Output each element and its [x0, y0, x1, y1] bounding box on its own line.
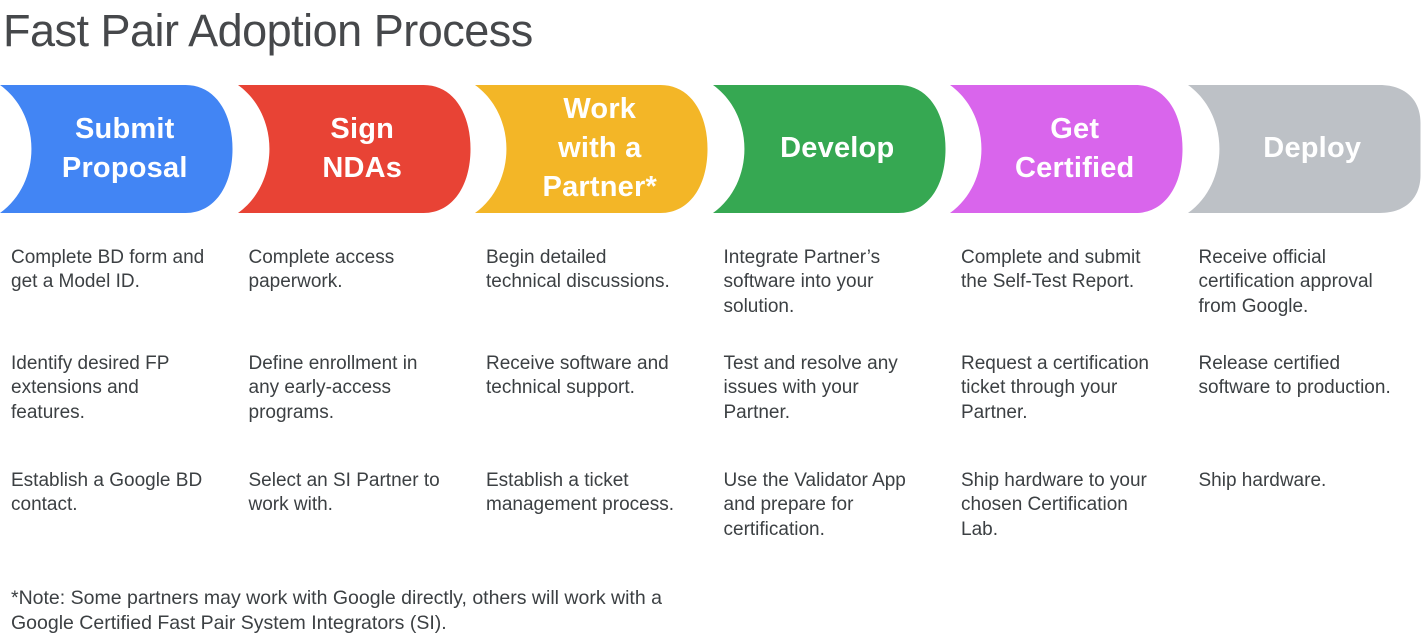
desc-develop-1: Integrate Partner’s software into your s…: [713, 246, 949, 352]
desc-submit-proposal-1: Complete BD form and get a Model ID.: [0, 246, 236, 352]
desc-develop-2: Test and resolve any issues with your Pa…: [713, 352, 949, 469]
desc-submit-proposal-2: Identify desired FP extensions and featu…: [0, 352, 236, 469]
step-label-get-certified: Get Certified: [950, 85, 1186, 213]
desc-deploy-2: Release certified software to production…: [1188, 352, 1423, 469]
desc-work-with-partner-3: Establish a ticket management process.: [475, 469, 711, 543]
step-deploy: Deploy: [1188, 85, 1423, 213]
desc-submit-proposal-3: Establish a Google BD contact.: [0, 469, 236, 543]
desc-get-certified-2: Request a certification ticket through y…: [950, 352, 1186, 469]
step-descriptions-grid: Complete BD form and get a Model ID. Com…: [0, 246, 1423, 543]
process-steps-row: Submit Proposal Sign NDAs Work with a Pa…: [0, 85, 1423, 213]
step-work-with-partner: Work with a Partner*: [475, 85, 711, 213]
step-submit-proposal: Submit Proposal: [0, 85, 236, 213]
step-label-deploy: Deploy: [1188, 85, 1423, 213]
step-sign-ndas: Sign NDAs: [238, 85, 474, 213]
desc-sign-ndas-3: Select an SI Partner to work with.: [238, 469, 474, 543]
desc-get-certified-1: Complete and submit the Self-Test Report…: [950, 246, 1186, 352]
step-label-submit-proposal: Submit Proposal: [0, 85, 236, 213]
step-develop: Develop: [713, 85, 949, 213]
desc-work-with-partner-1: Begin detailed technical discussions.: [475, 246, 711, 352]
desc-deploy-3: Ship hardware.: [1188, 469, 1423, 543]
step-label-sign-ndas: Sign NDAs: [238, 85, 474, 213]
desc-develop-3: Use the Validator App and prepare for ce…: [713, 469, 949, 543]
footnote: *Note: Some partners may work with Googl…: [0, 586, 723, 636]
step-label-develop: Develop: [713, 85, 949, 213]
desc-sign-ndas-2: Define enrollment in any early-access pr…: [238, 352, 474, 469]
desc-work-with-partner-2: Receive software and technical support.: [475, 352, 711, 469]
step-label-work-with-partner: Work with a Partner*: [475, 85, 711, 213]
step-get-certified: Get Certified: [950, 85, 1186, 213]
desc-sign-ndas-1: Complete access paperwork.: [238, 246, 474, 352]
desc-deploy-1: Receive official certification approval …: [1188, 246, 1423, 352]
page-title: Fast Pair Adoption Process: [0, 0, 1423, 56]
desc-get-certified-3: Ship hardware to your chosen Certificati…: [950, 469, 1186, 543]
